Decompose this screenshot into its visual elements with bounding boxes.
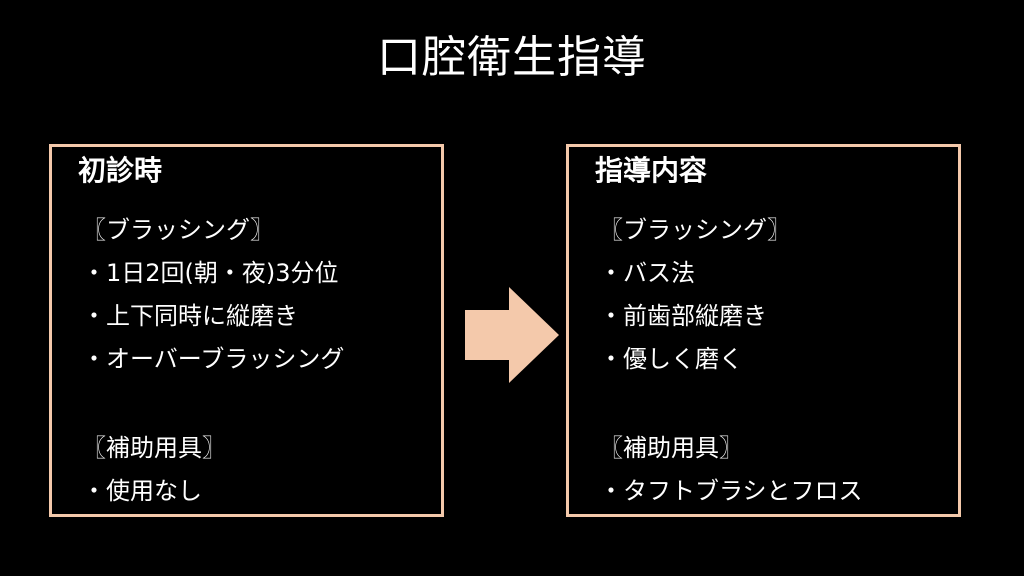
bullet-marker: ・	[599, 259, 623, 287]
bullet-marker: ・	[82, 477, 106, 505]
guidance-brushing-item: ・バス法	[599, 252, 791, 295]
guidance-panel: 指導内容 〖ブラッシング〗 ・バス法 ・前歯部縦磨き ・優しく磨く 〖補助用具〗…	[566, 144, 961, 517]
bullet-marker: ・	[599, 302, 623, 330]
right-arrow-icon	[465, 287, 559, 387]
guidance-brushing-section: 〖ブラッシング〗 ・バス法 ・前歯部縦磨き ・優しく磨く	[599, 209, 791, 381]
bullet-marker: ・	[82, 259, 106, 287]
bullet-marker: ・	[82, 345, 106, 373]
guidance-tools-item-text: タフトブラシとフロス	[623, 477, 863, 505]
bullet-marker: ・	[599, 345, 623, 373]
guidance-tools-item: ・タフトブラシとフロス	[599, 470, 863, 513]
slide-title: 口腔衛生指導	[377, 32, 647, 83]
initial-visit-heading: 初診時	[78, 154, 163, 187]
guidance-heading: 指導内容	[595, 154, 708, 187]
initial-brushing-item: ・上下同時に縦磨き	[82, 295, 344, 338]
guidance-tools-header: 〖補助用具〗	[599, 434, 743, 462]
initial-brushing-item-text: オーバーブラッシング	[106, 345, 345, 373]
initial-tools-section: 〖補助用具〗 ・使用なし	[82, 427, 226, 513]
guidance-brushing-item-text: 優しく磨く	[623, 345, 743, 373]
guidance-brushing-item: ・優しく磨く	[599, 338, 791, 381]
guidance-brushing-header: 〖ブラッシング〗	[599, 216, 791, 244]
initial-visit-panel: 初診時 〖ブラッシング〗 ・1日2回(朝・夜)3分位 ・上下同時に縦磨き ・オー…	[49, 144, 444, 517]
initial-brushing-header: 〖ブラッシング〗	[82, 216, 274, 244]
bullet-marker: ・	[82, 302, 106, 330]
guidance-brushing-item-text: バス法	[623, 259, 695, 287]
initial-brushing-item: ・オーバーブラッシング	[82, 338, 344, 381]
bullet-marker: ・	[599, 477, 623, 505]
guidance-tools-section: 〖補助用具〗 ・タフトブラシとフロス	[599, 427, 863, 513]
guidance-brushing-item-text: 前歯部縦磨き	[623, 302, 767, 330]
initial-tools-header: 〖補助用具〗	[82, 434, 226, 462]
initial-brushing-item: ・1日2回(朝・夜)3分位	[82, 252, 344, 295]
initial-tools-item: ・使用なし	[82, 470, 226, 513]
initial-brushing-section: 〖ブラッシング〗 ・1日2回(朝・夜)3分位 ・上下同時に縦磨き ・オーバーブラ…	[82, 209, 344, 381]
right-arrow-shape	[465, 287, 559, 383]
initial-brushing-item-text: 1日2回(朝・夜)3分位	[106, 259, 339, 287]
initial-tools-item-text: 使用なし	[106, 477, 202, 505]
initial-brushing-item-text: 上下同時に縦磨き	[106, 302, 298, 330]
guidance-brushing-item: ・前歯部縦磨き	[599, 295, 791, 338]
